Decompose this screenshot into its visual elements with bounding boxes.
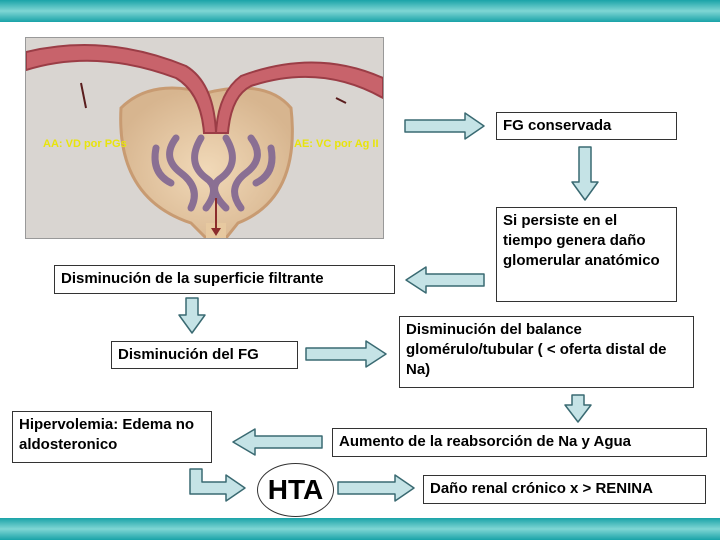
superficie-box: Disminución de la superficie filtrante <box>54 265 395 294</box>
arrow-right-3 <box>337 474 415 502</box>
afferent-label: AA: VD por PGs <box>43 138 127 150</box>
arrow-down-2 <box>178 297 206 334</box>
disminucion-fg-box: Disminución del FG <box>111 341 298 369</box>
arrow-down-1 <box>571 146 599 201</box>
fg-conservada-box: FG conservada <box>496 112 677 140</box>
arrow-right-1 <box>404 112 485 140</box>
hipervolemia-box: Hipervolemia: Edema no aldosteronico <box>12 411 212 463</box>
balance-box: Disminución del balance glomérulo/tubula… <box>399 316 694 388</box>
arrow-bent <box>189 468 246 502</box>
efferent-label: AE: VC por Ag II <box>294 138 379 150</box>
bottom-band <box>0 518 720 540</box>
arrow-right-2 <box>305 340 387 368</box>
arrow-down-3 <box>564 394 592 423</box>
arrow-left-1 <box>405 266 485 294</box>
reabsorcion-box: Aumento de la reabsorción de Na y Agua <box>332 428 707 457</box>
glomerulus-drawing <box>26 38 383 238</box>
hta-oval: HTA <box>257 463 334 517</box>
glomerulus-illustration: AA: VD por PGs AE: VC por Ag II <box>25 37 384 239</box>
top-band <box>0 0 720 22</box>
dano-renal-box: Daño renal crónico x > RENINA <box>423 475 706 504</box>
arrow-left-2 <box>232 428 323 456</box>
persiste-box: Si persiste en el tiempo genera daño glo… <box>496 207 677 302</box>
